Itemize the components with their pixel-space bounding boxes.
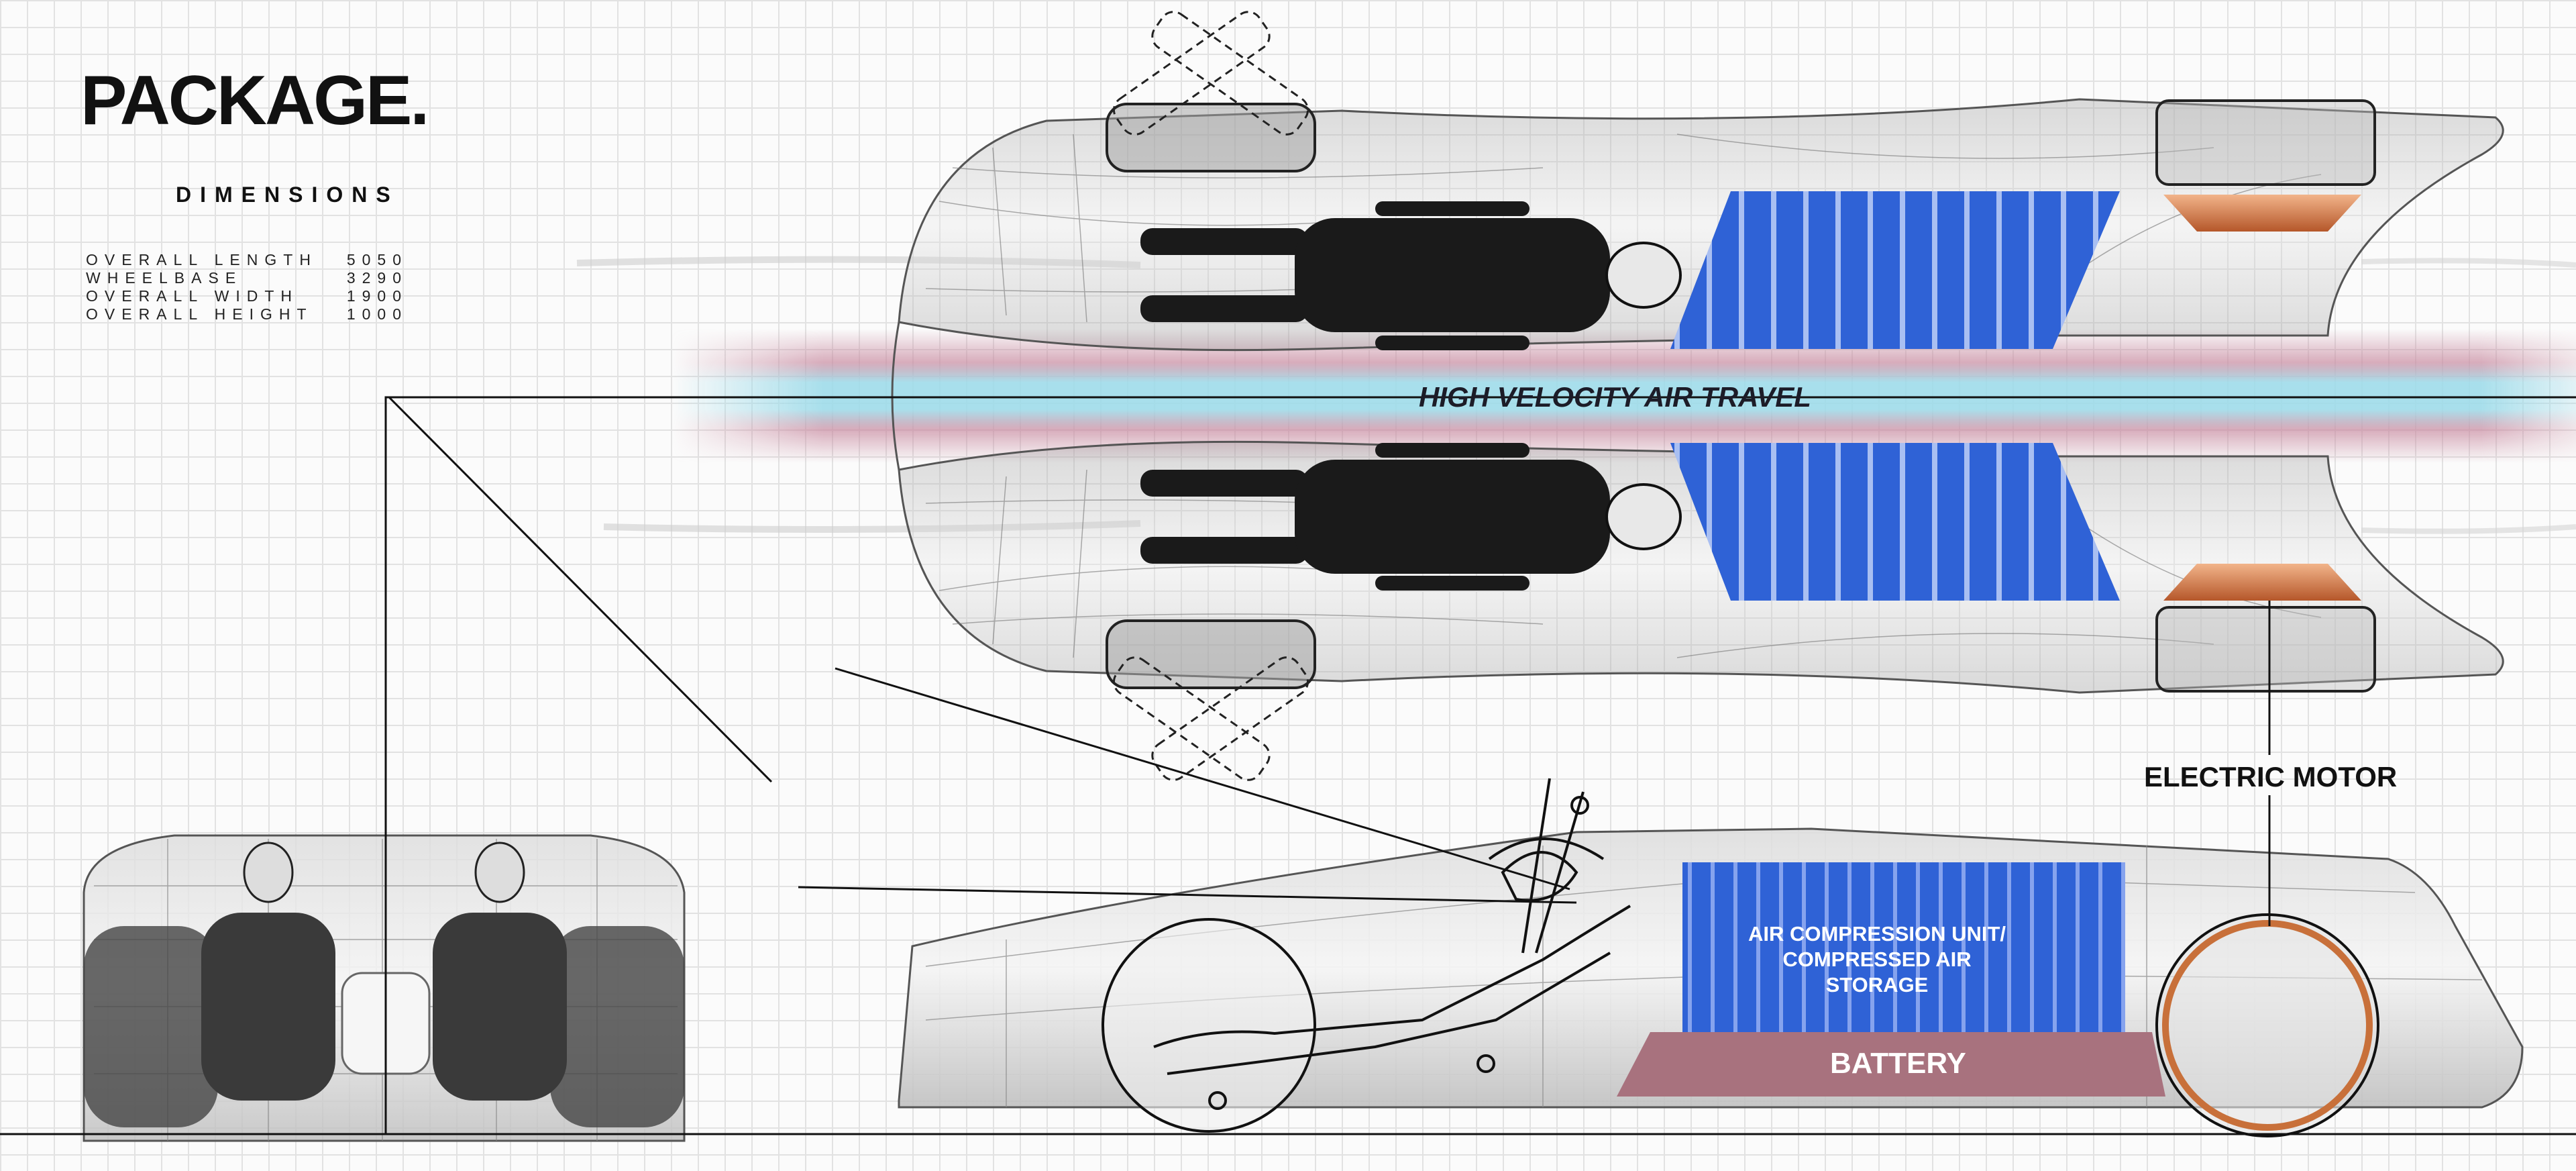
dimension-label: WHEELBASE bbox=[86, 269, 243, 287]
electric-motor-bottom bbox=[2163, 564, 2361, 601]
occupant-head-left bbox=[243, 842, 294, 903]
occupant-top bbox=[1140, 201, 1682, 350]
dimensions-table: OVERALL LENGTH 5050 WHEELBASE 3290 OVERALL… bbox=[86, 251, 408, 323]
front-view bbox=[83, 834, 686, 1142]
electric-motor-label: ELECTRIC MOTOR bbox=[2144, 761, 2398, 793]
page-title: PACKAGE. bbox=[80, 62, 429, 140]
occupant-head-right bbox=[474, 842, 525, 903]
rear-wheel-top bbox=[2155, 99, 2376, 186]
dimension-row: OVERALL WIDTH 1900 bbox=[86, 287, 408, 305]
air-stream bbox=[576, 256, 2576, 534]
occupant-bottom bbox=[1140, 443, 1682, 591]
dimension-label: OVERALL HEIGHT bbox=[86, 305, 313, 323]
electric-motor-top bbox=[2163, 195, 2361, 232]
compressor-fins-bottom bbox=[1670, 443, 2120, 601]
air-compression-label: AIR COMPRESSION UNIT/ COMPRESSED AIR STO… bbox=[1748, 922, 2006, 997]
dimension-value: 5050 bbox=[346, 251, 408, 268]
rear-wheel-side bbox=[2155, 913, 2379, 1137]
dimension-row: OVERALL LENGTH 5050 bbox=[86, 251, 408, 269]
rear-wheel-bottom bbox=[2155, 606, 2376, 693]
front-wheel-bottom bbox=[1106, 619, 1316, 781]
dimension-row: OVERALL HEIGHT 1000 bbox=[86, 305, 408, 323]
compressor-fins-top bbox=[1670, 191, 2120, 349]
side-view bbox=[898, 778, 2524, 1137]
guide-lines bbox=[0, 396, 2576, 1135]
dimension-label: OVERALL WIDTH bbox=[86, 287, 299, 305]
dimension-row: WHEELBASE 3290 bbox=[86, 269, 408, 287]
battery bbox=[1617, 1032, 2165, 1097]
dimension-value: 3290 bbox=[346, 269, 408, 287]
electric-motor-ring bbox=[2162, 920, 2373, 1131]
dimension-value: 1900 bbox=[346, 287, 408, 305]
battery-label: BATTERY bbox=[1830, 1047, 1966, 1080]
air-travel-label: HIGH VELOCITY AIR TRAVEL bbox=[1419, 381, 1811, 413]
dimensions-heading: DIMENSIONS bbox=[176, 183, 399, 207]
top-view bbox=[891, 11, 2504, 781]
air-compression-unit bbox=[1682, 862, 2125, 1040]
dimension-label: OVERALL LENGTH bbox=[86, 251, 317, 268]
front-wheel-top bbox=[1106, 11, 1316, 172]
dimension-value: 1000 bbox=[346, 305, 408, 323]
driver-outline bbox=[1153, 778, 1631, 1110]
front-wheel-side bbox=[1102, 918, 1316, 1133]
